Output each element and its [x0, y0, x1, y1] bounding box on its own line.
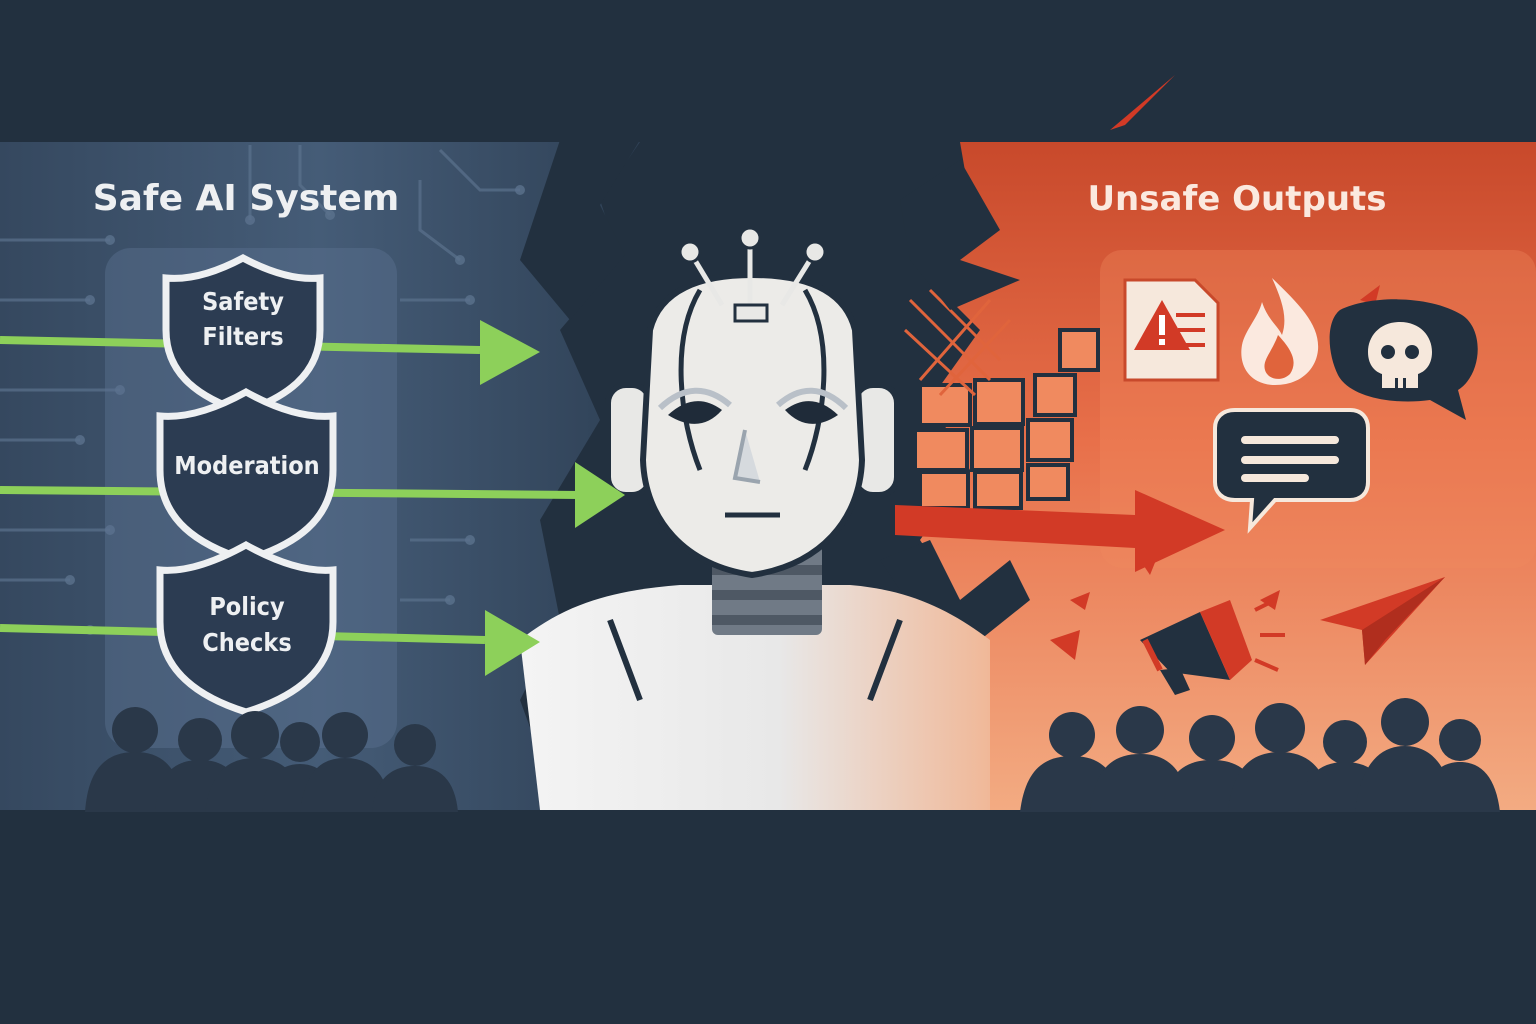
green-arrow-head-3 [485, 610, 540, 676]
shield-label-line1: Safety [202, 287, 284, 316]
debris-grid [903, 288, 1012, 397]
megaphone-icon [1140, 598, 1285, 695]
debris-blocks [913, 328, 1100, 510]
warning-document-icon [1123, 278, 1220, 382]
paper-plane-icon [1320, 577, 1445, 665]
red-arrow [895, 490, 1225, 572]
robot [520, 226, 990, 810]
shield-label-line2: Filters [202, 322, 283, 351]
audience-right [1020, 698, 1500, 812]
bottom-band [0, 812, 1536, 1024]
robot-head [639, 271, 866, 579]
green-arrow-head-1 [480, 320, 540, 385]
robot-left-eye [668, 401, 722, 424]
cracks [520, 140, 1030, 640]
shield-label-line2: Checks [202, 628, 291, 657]
audience-left [85, 707, 458, 812]
shield-label-line1: Moderation [174, 451, 319, 480]
robot-right-eye [785, 401, 838, 424]
green-arrow-head-2 [575, 462, 625, 528]
shield-policy-checks: Policy Checks [156, 540, 337, 716]
skull-speech-bubble-icon [1329, 299, 1478, 420]
fire-icon [1241, 278, 1319, 385]
shield-label-line1: Policy [209, 592, 285, 621]
safe-panel-title: Safe AI System [93, 178, 400, 219]
text-speech-bubble-icon [1213, 408, 1370, 534]
robot-body [520, 585, 990, 810]
unsafe-panel-title: Unsafe Outputs [1087, 179, 1386, 219]
